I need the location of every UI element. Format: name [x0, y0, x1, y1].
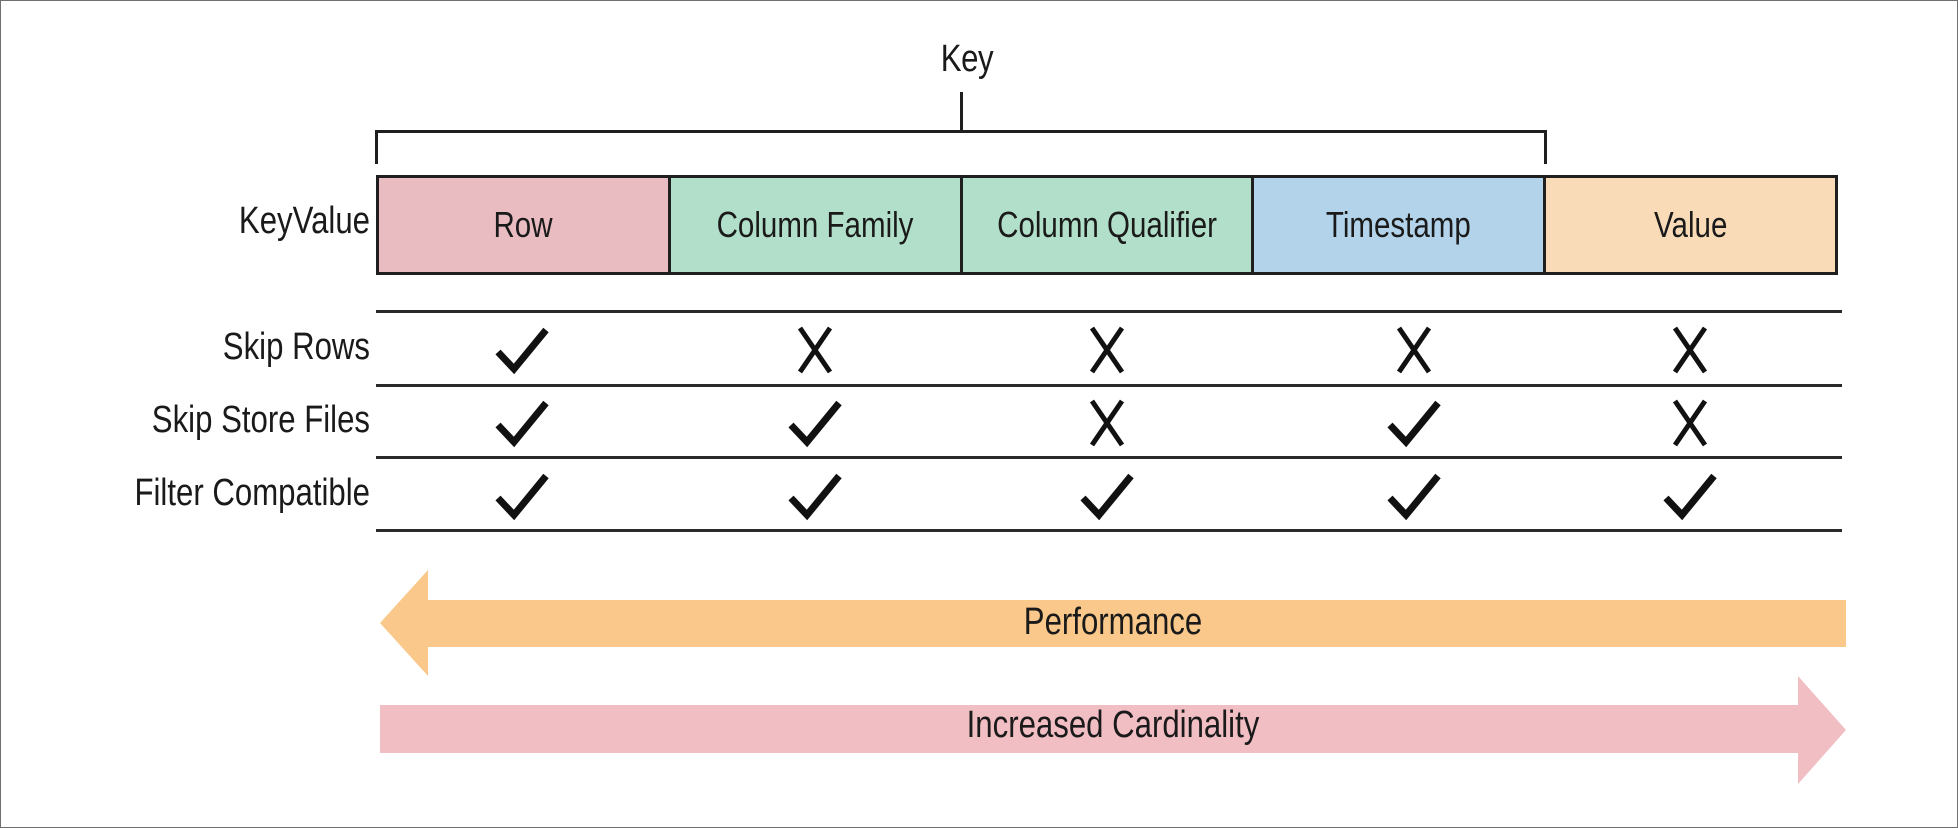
kv-cell-label: Column Qualifier [997, 204, 1217, 245]
kv-cell-label: Row [493, 204, 553, 245]
cross-icon [1077, 322, 1137, 378]
kv-cell-value: Value [1543, 175, 1838, 275]
keyvalue-structure: Row Column Family Column Qualifier Times… [376, 175, 1838, 275]
key-bracket-right-tick [1544, 130, 1547, 164]
check-icon [1660, 468, 1720, 524]
key-bracket-stem [960, 92, 963, 132]
row-label-filter-compatible: Filter Compatible [134, 472, 370, 514]
check-icon [785, 395, 845, 451]
check-icon [1077, 468, 1137, 524]
cross-icon [785, 322, 845, 378]
cross-icon [1384, 322, 1444, 378]
cardinality-arrow: Increased Cardinality [380, 676, 1846, 786]
key-bracket [376, 130, 1546, 133]
kv-cell-row: Row [376, 175, 671, 275]
arrow-right-icon [380, 676, 1846, 784]
check-icon [492, 395, 552, 451]
kv-cell-column-qualifier: Column Qualifier [959, 175, 1255, 275]
performance-label: Performance [1023, 601, 1203, 643]
cardinality-label: Increased Cardinality [966, 704, 1260, 746]
check-icon [785, 468, 845, 524]
kv-cell-label: Timestamp [1326, 204, 1472, 245]
cross-icon [1660, 395, 1720, 451]
check-icon [1384, 395, 1444, 451]
key-bracket-left-tick [375, 130, 378, 164]
table-rule [376, 310, 1842, 313]
table-rule [376, 384, 1842, 387]
kv-cell-label: Column Family [716, 204, 914, 245]
key-label: Key [940, 38, 994, 80]
cross-icon [1660, 322, 1720, 378]
arrow-left-icon [380, 570, 1846, 676]
check-icon [492, 322, 552, 378]
row-label-skip-store-files: Skip Store Files [151, 399, 370, 441]
row-label-skip-rows: Skip Rows [222, 326, 370, 368]
performance-arrow: Performance [380, 568, 1846, 678]
kv-cell-column-family: Column Family [667, 175, 963, 275]
check-icon [492, 468, 552, 524]
kv-cell-timestamp: Timestamp [1251, 175, 1547, 275]
table-rule [376, 456, 1842, 459]
table-rule [376, 529, 1842, 532]
keyvalue-label: KeyValue [238, 200, 370, 242]
check-icon [1384, 468, 1444, 524]
cross-icon [1077, 395, 1137, 451]
kv-cell-label: Value [1653, 204, 1728, 245]
